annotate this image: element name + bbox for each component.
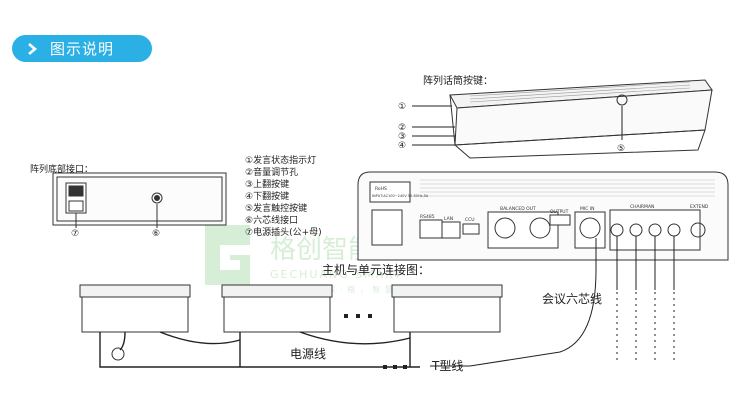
mic-array-drawing [449,79,713,159]
ellipsis-dots [344,314,407,369]
unit-2 [221,284,333,333]
port-rs485: RS485 [420,214,435,220]
host-badge-text: RoHS [375,186,387,192]
callout-2: ② [398,123,406,133]
port-chairman: CHAIRMAN [630,204,654,210]
callout-1: ① [398,102,406,112]
power-cables [99,331,420,368]
mic-array-leaders [412,105,623,146]
port-output: OUTPUT [550,209,569,215]
callout-7: ⑦ [71,229,79,239]
port-balanced-out: BALANCED OUT [500,206,536,212]
unit-3 [391,284,503,333]
callout-5: ⑤ [617,144,625,154]
six-core-dotted [616,292,675,360]
legend-list: ①发言状态指示灯 ②音量调节孔 ③上翻按键 ④下翻按键 ⑤发言触控按键 ⑥六芯线… [245,155,322,239]
unit-1 [79,284,191,333]
watermark-slogan: 创 致 · 格 ， 智 慧 未 来 [315,284,419,294]
legend-item: ②音量调节孔 [245,168,299,178]
legend-item: ⑤发言触控按键 [245,204,308,214]
section-header-badge: 图示说明 [12,35,152,62]
power-cable-label: 电源线 [290,347,327,361]
host-spec-text: INPUT:AC100~240V 50-60Hz,5A [372,194,429,198]
callout-3: ③ [398,132,406,142]
six-core-cables [430,236,675,367]
bottom-interface-title: 阵列底部接口： [30,165,94,175]
chevron-right-icon [24,40,42,58]
bottom-interface-drawing [52,172,227,228]
legend-item: ①发言状态指示灯 [245,156,317,166]
callout-4: ④ [398,141,406,151]
port-ccu: CCU [465,217,475,223]
six-core-cable-label: 会议六芯线 [542,292,603,306]
host-unit-drawing [357,171,729,261]
port-extend: EXTEND [690,204,709,210]
power-plug-icon [111,347,125,361]
mic-array-title: 阵列话筒按键： [423,76,493,87]
section-title: 图示说明 [50,40,115,58]
legend-item: ③上翻按键 [245,180,290,190]
brand-watermark: 格创智能 GECHUANG SMART 创 致 · 格 ， 智 慧 未 来 [205,225,419,294]
connection-title: 主机与单元连接图： [322,263,431,277]
legend-item: ⑥六芯线接口 [245,216,299,226]
callout-6: ⑥ [152,229,160,239]
legend-item: ④下翻按键 [245,192,290,202]
watermark-brand-en: GECHUANG SMART [270,268,403,281]
watermark-brand: 格创智能 [270,235,374,265]
legend-item: ⑦电源插头(公+母) [245,228,322,238]
port-lan: LAN [444,216,453,222]
port-mic-in: MIC IN [580,206,594,212]
